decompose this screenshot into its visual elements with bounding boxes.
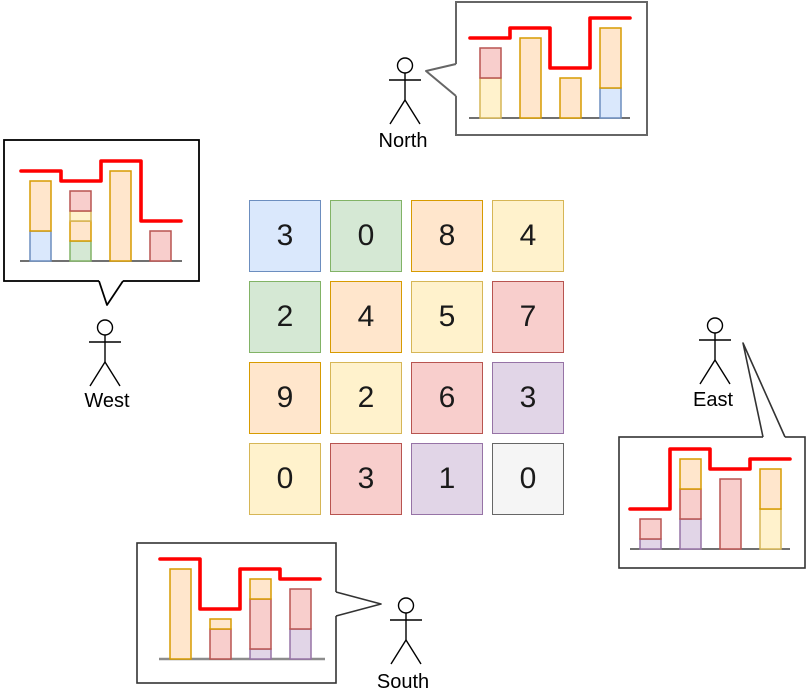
bar-segment-blue (29, 230, 52, 262)
bar-segment-red (69, 190, 92, 212)
skyline-line (19, 159, 183, 223)
chart-callout-north: North (379, 1, 648, 152)
bar-segment-orange (559, 77, 582, 119)
grid-cell: 1 (411, 443, 483, 515)
actor-figure-icon (389, 57, 421, 125)
actor-figure-icon (699, 317, 731, 385)
callout-tail (426, 64, 459, 96)
bar-segment-purple (249, 648, 272, 660)
callout-tail-outline (425, 63, 457, 97)
chart-callout-west: West (3, 139, 200, 412)
bar-segment-yellow (69, 210, 92, 222)
bar-segment-purple (639, 538, 662, 550)
bar-segment-orange (169, 568, 192, 660)
grid-cell: 2 (330, 362, 402, 434)
bar-segment-green (69, 240, 92, 262)
bar-segment-orange (519, 37, 542, 119)
grid-cell: 2 (249, 281, 321, 353)
bar-segment-yellow (479, 77, 502, 119)
chart-callout-east: East (618, 317, 806, 569)
grid-cell: 3 (492, 362, 564, 434)
bar-segment-yellow (759, 508, 782, 550)
actor-figure-icon (390, 597, 422, 665)
chart-callout-south: South (136, 542, 429, 693)
grid-cell: 0 (249, 443, 321, 515)
callout-tail-outline (335, 591, 382, 617)
grid-cell: 0 (330, 200, 402, 272)
bar-segment-red (479, 47, 502, 79)
bar-segment-orange (209, 618, 232, 630)
bar-segment-red (209, 628, 232, 660)
bar-segment-red (289, 588, 312, 630)
bar-segment-orange (249, 578, 272, 600)
grid-cell: 7 (492, 281, 564, 353)
callout-tail-outline (742, 342, 786, 438)
direction-label-west: West (84, 390, 130, 412)
grid-cell: 4 (330, 281, 402, 353)
grid-cell: 5 (411, 281, 483, 353)
bar-segment-red (679, 488, 702, 520)
grid-cell: 3 (330, 443, 402, 515)
bar-segment-purple (679, 518, 702, 550)
bar-segment-orange (69, 220, 92, 242)
bar-segment-red (639, 518, 662, 540)
bar-segment-orange (109, 170, 132, 262)
actor-figure-icon (89, 319, 121, 387)
skyline-line (468, 16, 632, 70)
callout-tail (333, 592, 381, 616)
bar-segment-blue (599, 87, 622, 119)
bar-segment-red (249, 598, 272, 650)
grid-cell: 8 (411, 200, 483, 272)
skyline-line (158, 557, 322, 611)
skyline-line (628, 447, 792, 511)
direction-label-east: East (693, 389, 733, 411)
grid-cell: 3 (249, 200, 321, 272)
bar-segment-red (719, 478, 742, 550)
bar-segment-red (149, 230, 172, 262)
grid-cell: 9 (249, 362, 321, 434)
bar-segment-purple (289, 628, 312, 660)
bar-segment-orange (679, 458, 702, 490)
grid-cell: 0 (492, 443, 564, 515)
direction-label-north: North (379, 130, 428, 152)
grid-cell: 4 (492, 200, 564, 272)
grid-cell: 6 (411, 362, 483, 434)
callout-tail-outline (98, 280, 124, 306)
bar-segment-orange (759, 468, 782, 510)
bar-segment-orange (29, 180, 52, 232)
direction-label-south: South (377, 671, 429, 693)
bar-segment-orange (599, 27, 622, 89)
